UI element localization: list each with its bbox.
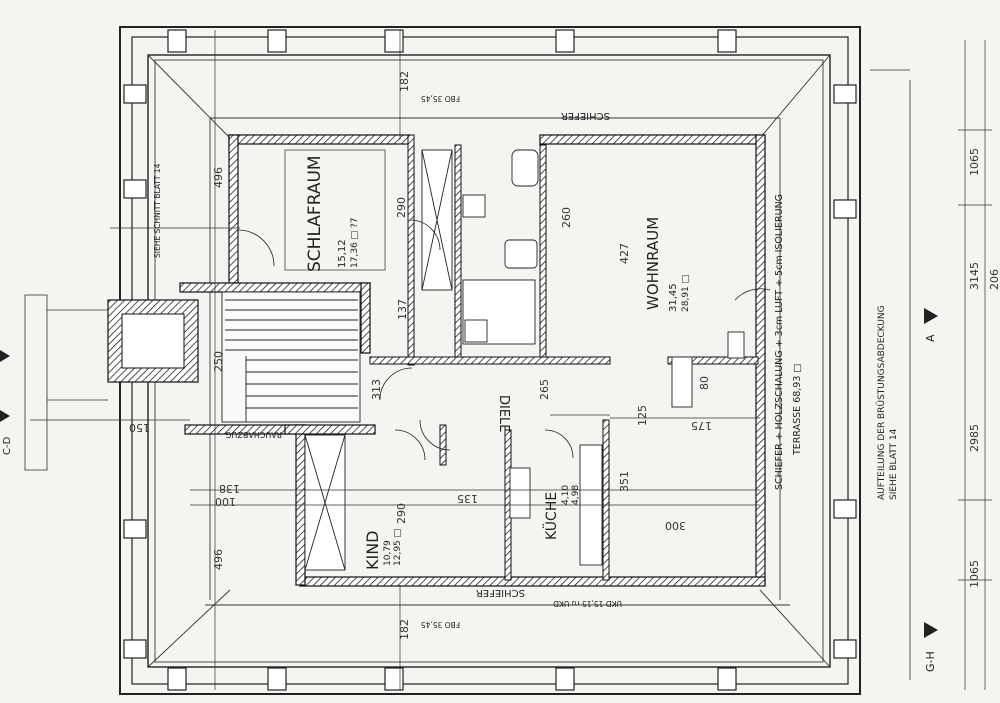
dimension-lines (30, 30, 992, 690)
note-rauchabzug: RAUCHABZUG (225, 430, 282, 439)
dim-135: 135 (457, 492, 478, 505)
bed-outline (284, 149, 386, 271)
dim-138: 138 (219, 482, 240, 495)
dim-80: 80 (698, 376, 711, 390)
note-aufteilung-2: SIEHE BLATT 14 (889, 428, 899, 500)
dim-496-bottom: 496 (212, 549, 225, 570)
note-ukd: UKD 15,15 ru UKD (553, 599, 622, 608)
section-label-a: A (924, 334, 937, 342)
dim-182-top: 182 (398, 71, 411, 92)
note-schiefer-top: SCHIEFER (561, 110, 610, 121)
room-name-kind: KIND (363, 531, 382, 571)
dim-3145: 3145 (968, 262, 981, 290)
dim-100: 100 (215, 495, 236, 508)
room-area-schlafraum: 15,12 (337, 239, 348, 268)
bathroom-fixtures (421, 149, 539, 345)
dim-175: 175 (691, 419, 712, 432)
note-insulation: SCHIEFER + HOLZSCHALUNG + 3cm LUFT + 5cm… (774, 194, 785, 490)
dim-1065-bottom: 1065 (968, 560, 981, 588)
room-sub-wohnraum: 28,91 □ (681, 275, 691, 312)
dim-313: 313 (370, 379, 383, 400)
dim-182-bottom: 182 (398, 619, 411, 640)
dim-2985: 2985 (968, 424, 981, 452)
roof-slope-lines (147, 54, 831, 668)
door-swings (237, 219, 771, 461)
room-name-diele: DIELE (496, 395, 511, 433)
note-schiefer-bottom: SCHIEFER (476, 587, 525, 598)
room-area-wohnraum: 31,45 (668, 283, 679, 312)
left-side-elevation-marks (24, 294, 108, 471)
note-fbo-bottom: FBO 35,45 (421, 620, 460, 629)
room-name-schlafraum: SCHLAFRAUM (305, 155, 325, 272)
dim-137: 137 (396, 299, 409, 320)
balustrade-posts (123, 29, 857, 691)
section-label-gh: G-H (924, 651, 937, 672)
room-sub-kind: 12,95 □ (393, 529, 403, 566)
room-sub-kueche: 4,98 (571, 485, 581, 505)
chimney (107, 299, 199, 383)
note-siehe-schnitt: SIEHE SCHNITT BLATT 14 (153, 163, 162, 258)
dim-290-bottom: 290 (395, 503, 408, 524)
right-sheet-frame (870, 69, 911, 680)
dim-496-top: 496 (212, 167, 225, 188)
dim-250: 250 (212, 351, 225, 372)
dim-206: 206 (988, 269, 1000, 290)
note-aufteilung-1: AUFTEILUNG DER BRÜSTUNGSABDECKUNG (876, 305, 887, 500)
section-markers (0, 308, 938, 638)
room-area-kueche: 4,10 (561, 485, 571, 505)
room-name-kueche: KÜCHE (542, 492, 560, 540)
note-terrasse: TERRASSE 68,93 □ (792, 364, 803, 456)
wardrobe (304, 434, 346, 571)
section-label-cd: C-D (2, 436, 13, 455)
dim-260: 260 (560, 207, 573, 228)
dim-265: 265 (538, 379, 551, 400)
dim-427: 427 (618, 243, 631, 264)
room-name-wohnraum: WOHNRAUM (644, 217, 662, 310)
dim-150: 150 (129, 421, 150, 434)
note-fbo-top: FBO 35,45 (421, 94, 460, 103)
interior-walls (369, 134, 759, 581)
room-sub-schlafraum: 17,36 □ ?7 (350, 218, 360, 269)
dim-351: 351 (618, 471, 631, 492)
room-area-kind: 10,79 (383, 540, 393, 566)
staircase (221, 291, 361, 423)
dim-300: 300 (665, 519, 686, 532)
dim-125: 125 (636, 405, 649, 426)
dim-290-top: 290 (395, 197, 408, 218)
dim-1065-top: 1065 (968, 148, 981, 176)
